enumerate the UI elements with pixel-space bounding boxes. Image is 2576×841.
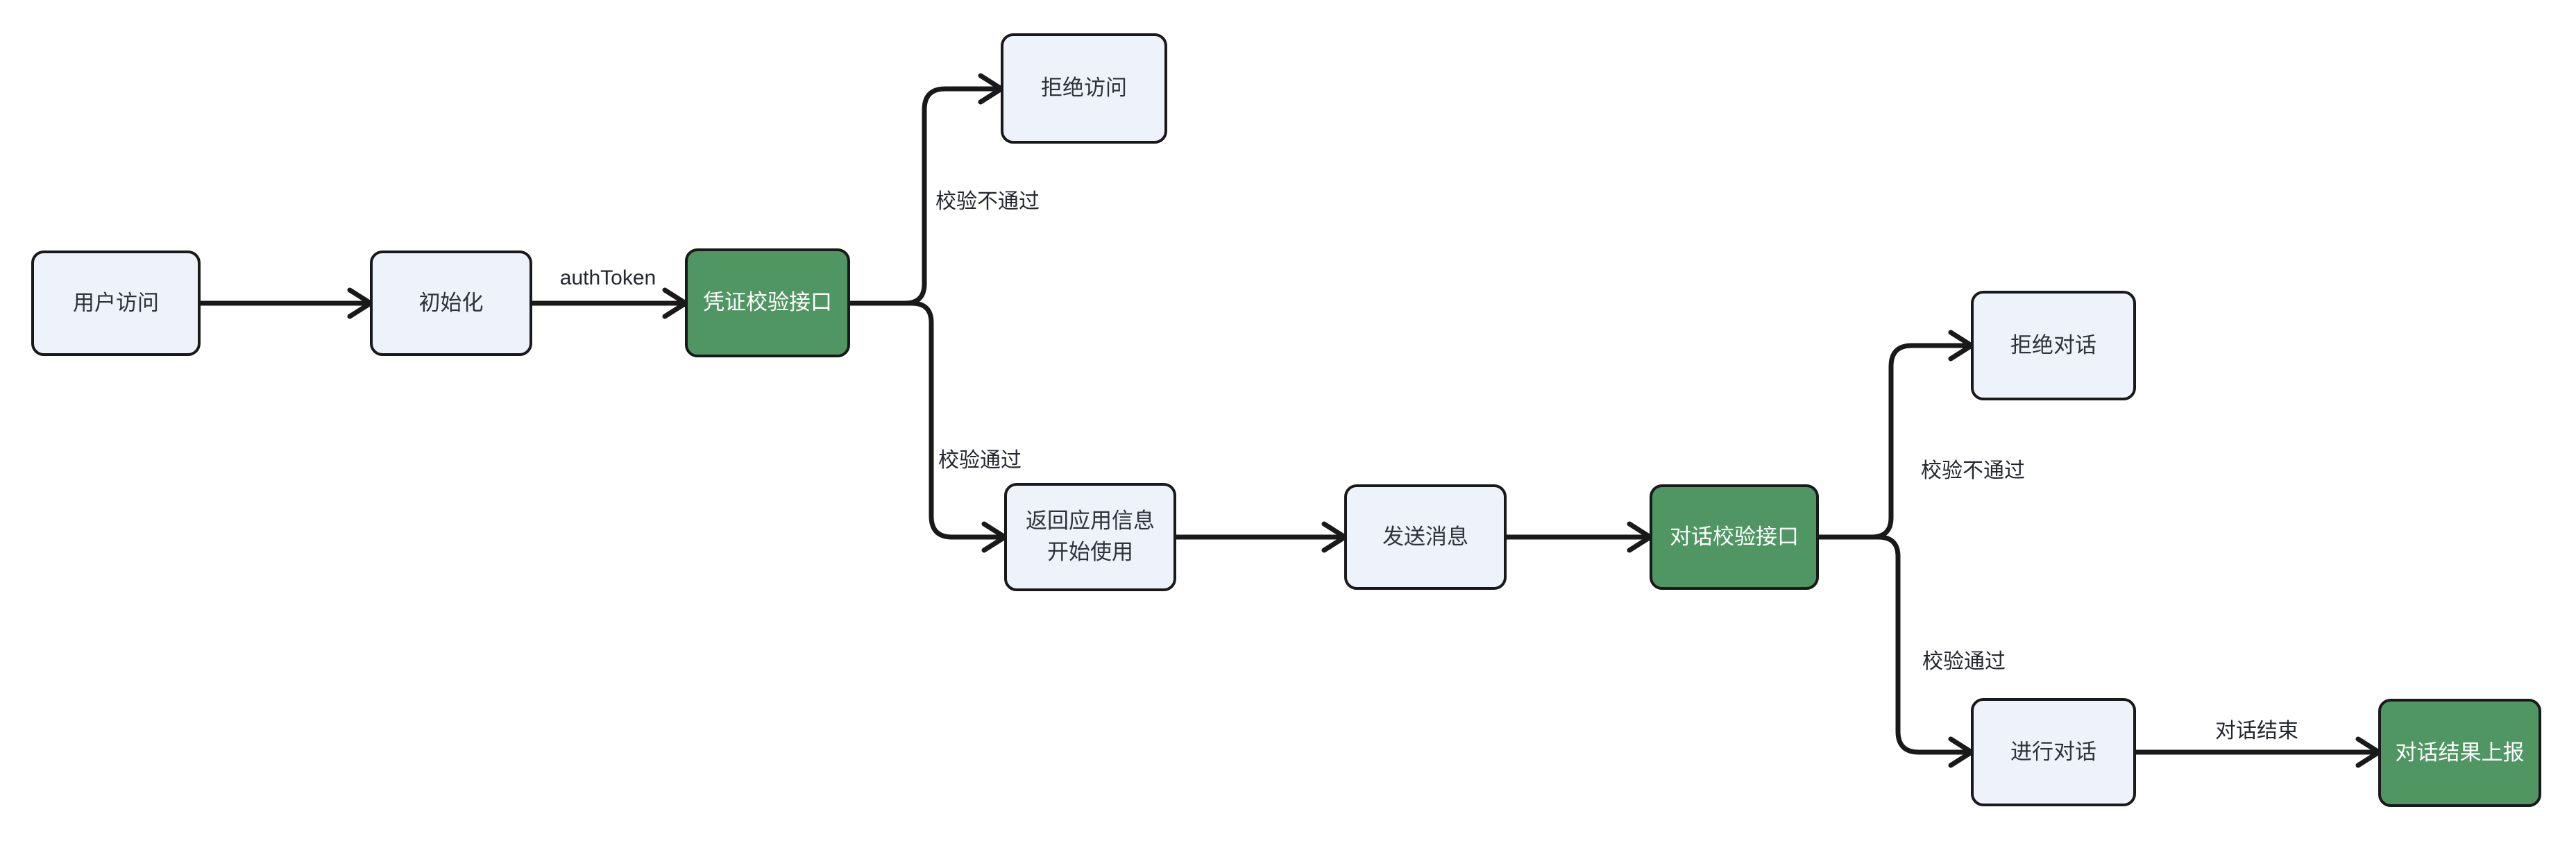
edge-label-check-fail-1: 校验不通过 <box>935 190 1040 213</box>
node-conduct-dialog: 进行对话 <box>1971 698 2136 806</box>
node-credential-check-api: 凭证校验接口 <box>685 248 850 357</box>
edge-label-auth-token: authToken <box>559 266 656 289</box>
node-dialog-check-api: 对话校验接口 <box>1650 484 1819 590</box>
node-deny-dialog: 拒绝对话 <box>1971 291 2136 400</box>
node-return-app-info: 返回应用信息 开始使用 <box>1004 483 1176 591</box>
edge-dialog-check-to-deny-dialog <box>1816 330 1974 540</box>
edge-label-check-pass-2: 校验通过 <box>1922 650 2006 673</box>
edge-dialog-check-to-conduct-dialog <box>1816 534 1974 768</box>
edge-credential-check-to-return-app-info <box>847 300 1008 553</box>
node-deny-access: 拒绝访问 <box>1001 33 1167 144</box>
node-init: 初始化 <box>370 250 532 356</box>
edge-label-check-pass-1: 校验通过 <box>938 449 1022 472</box>
edge-label-dialog-end: 对话结束 <box>2215 720 2298 742</box>
node-send-message: 发送消息 <box>1344 484 1507 590</box>
node-dialog-result-report: 对话结果上报 <box>2378 699 2541 807</box>
node-user-access: 用户访问 <box>31 250 201 356</box>
edge-label-check-fail-2: 校验不通过 <box>1921 459 2025 482</box>
